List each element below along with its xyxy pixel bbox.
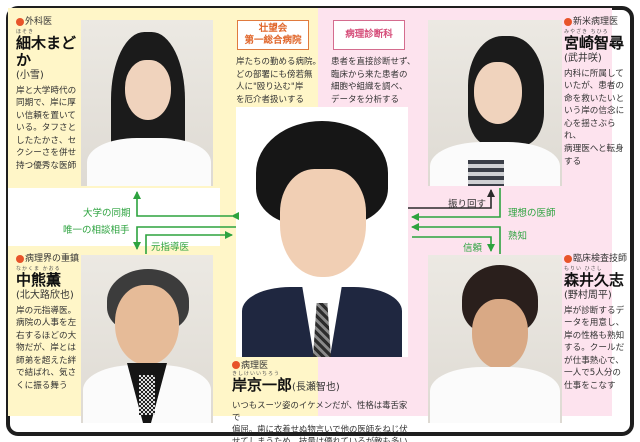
role-label: 病理界の重鎮 bbox=[16, 253, 88, 266]
relation-label-risou-no-ishi: 理想の医師 bbox=[508, 208, 556, 219]
furigana: きしけいいちろう bbox=[232, 371, 281, 377]
role-dot-icon bbox=[564, 255, 572, 264]
relation-label-yuiitsu-soudan: 唯一の相談相手 bbox=[63, 225, 130, 236]
character-card-morii: 臨床検査技師 もりい ひさし 森井久志 (野村周平) 岸が診断するデ ータを用意… bbox=[564, 253, 632, 393]
role-label: 病理医 bbox=[232, 358, 410, 371]
role-label: 新米病理医 bbox=[564, 16, 630, 29]
relation-label-shinrai: 信頼 bbox=[463, 243, 483, 254]
character-name: 宮崎智尋 bbox=[564, 33, 625, 52]
character-name: 岸京一郎(長瀬智也) bbox=[232, 376, 340, 394]
character-description: 岸が診断するデ ータを用意し、 岸の性格も熟知 する。クールだ が仕事熱心で、 … bbox=[564, 305, 625, 392]
relation-label-jukuchi: 熟知 bbox=[508, 231, 528, 242]
hospital-description: 岸たちの勤める病院。 どの部署にも傍若無 人に"殴り込む"岸 を厄介者扱いする bbox=[236, 57, 322, 105]
furigana: もりい ひさし bbox=[564, 265, 603, 272]
portrait-morii bbox=[428, 255, 562, 423]
portrait-hosoki bbox=[81, 20, 213, 186]
arrow-risou-no-ishi bbox=[411, 188, 501, 221]
department-label-box: 病理診断科 bbox=[333, 20, 405, 50]
character-card-hosoki: 外科医 ほそき 細木まどか (小雪) 岸と大学時代の 同期で、岸に厚 い信頼を置… bbox=[16, 16, 80, 173]
department-description: 患者を直接診断せず、 臨床から来た患者の 細胞や組織を調べ、 データを分析する bbox=[331, 57, 416, 105]
relation-label-furimawasu: 振り回す bbox=[448, 199, 487, 210]
role-label: 臨床検査技師 bbox=[564, 253, 632, 266]
relation-label-daigaku-doki: 大学の同期 bbox=[83, 208, 131, 219]
actor-name: (長瀬智也) bbox=[292, 382, 340, 393]
character-name: 細木まどか bbox=[16, 33, 77, 69]
portrait-miyazaki bbox=[428, 20, 562, 186]
character-card-kishi: 病理医 きしけいいちろう 岸京一郎(長瀬智也) いつもスーツ姿のイケメンだが、性… bbox=[232, 358, 410, 442]
furigana: みやざき ちひろ bbox=[564, 28, 609, 35]
actor-name: (武井咲) bbox=[564, 52, 602, 64]
arrow-daigaku-doki bbox=[133, 191, 239, 220]
relation-label-moto-shidoui: 元指導医 bbox=[151, 242, 190, 253]
actor-name: (野村周平) bbox=[564, 289, 612, 301]
actor-name: (小雪) bbox=[16, 69, 44, 81]
arrow-shinrai bbox=[412, 236, 495, 252]
character-name: 森井久志 bbox=[564, 270, 625, 289]
role-dot-icon bbox=[232, 360, 240, 369]
character-description: 岸の元指導医。 病院の人事を左 右するほどの大 物だが、岸とは 師弟を超えた絆 … bbox=[16, 305, 77, 392]
role-dot-icon bbox=[564, 18, 572, 27]
arrow-furimawasu bbox=[408, 189, 495, 209]
furigana: ほそき bbox=[16, 28, 35, 35]
arrow-moto-shidoui bbox=[145, 231, 233, 254]
character-description: いつもスーツ姿のイケメンだが、性格は毒舌家で 偏屈。歯に衣着せぬ物言いで他の医師… bbox=[232, 400, 408, 442]
furigana: なかくま かおる bbox=[16, 265, 61, 272]
portrait-kishi bbox=[236, 107, 408, 357]
character-name: 中熊薫 bbox=[16, 270, 62, 289]
role-dot-icon bbox=[16, 255, 24, 264]
actor-name: (北大路欣也) bbox=[16, 289, 74, 301]
portrait-nakaguma bbox=[81, 255, 213, 423]
character-card-miyazaki: 新米病理医 みやざき ちひろ 宮崎智尋 (武井咲) 内科に所属して いたが、患者… bbox=[564, 16, 630, 168]
role-dot-icon bbox=[16, 18, 24, 27]
arrow-jukuchi bbox=[411, 223, 501, 254]
character-description: 内科に所属して いたが、患者の 命を救いたいと いう岸の信念に 心を揺さぶられ、… bbox=[564, 68, 625, 167]
role-label: 外科医 bbox=[16, 16, 80, 29]
hospital-label-box: 壮望会 第一総合病院 bbox=[237, 20, 309, 50]
arrow-yuiitsu-soudan bbox=[133, 226, 236, 250]
character-description: 岸と大学時代の 同期で、岸に厚 い信頼を置いて いる。タフさと したたかさ、セ … bbox=[16, 85, 77, 172]
character-card-nakaguma: 病理界の重鎮 なかくま かおる 中熊薫 (北大路欣也) 岸の元指導医。 病院の人… bbox=[16, 253, 88, 393]
